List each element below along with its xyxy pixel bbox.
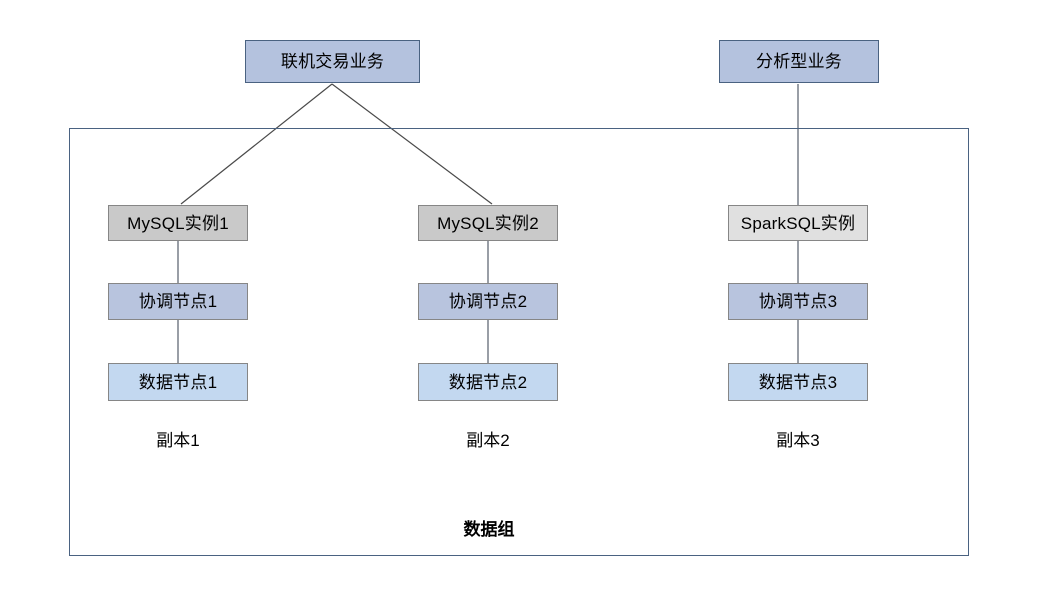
data-node-1[interactable]: 数据节点1 <box>108 363 248 401</box>
node-label: 数据节点1 <box>138 372 218 392</box>
replica-label-3: 副本3 <box>776 431 820 450</box>
instance-node-sparksql[interactable]: SparkSQL实例 <box>728 205 868 241</box>
node-label: 协调节点2 <box>448 292 528 311</box>
instance-node-mysql-2[interactable]: MySQL实例2 <box>418 205 558 241</box>
instance-node-mysql-1[interactable]: MySQL实例1 <box>108 205 248 241</box>
node-label: MySQL实例2 <box>437 213 539 233</box>
business-node-label: 联机交易业务 <box>280 52 385 71</box>
node-label: 协调节点3 <box>758 292 838 311</box>
business-node-label: 分析型业务 <box>756 52 842 71</box>
node-label: MySQL实例1 <box>127 213 229 233</box>
data-group-container <box>69 128 969 556</box>
replica-label-1: 副本1 <box>156 431 200 450</box>
data-group-title: 数据组 <box>463 520 515 539</box>
node-label: 数据节点2 <box>448 372 528 392</box>
coordinator-node-1[interactable]: 协调节点1 <box>108 283 248 320</box>
node-label: 数据节点3 <box>758 372 838 392</box>
data-node-3[interactable]: 数据节点3 <box>728 363 868 401</box>
business-node-online-transaction[interactable]: 联机交易业务 <box>245 40 420 83</box>
coordinator-node-2[interactable]: 协调节点2 <box>418 283 558 320</box>
business-node-analytics[interactable]: 分析型业务 <box>719 40 879 83</box>
node-label: SparkSQL实例 <box>740 213 856 233</box>
node-label: 协调节点1 <box>138 292 218 311</box>
data-node-2[interactable]: 数据节点2 <box>418 363 558 401</box>
coordinator-node-3[interactable]: 协调节点3 <box>728 283 868 320</box>
replica-label-2: 副本2 <box>466 431 510 450</box>
